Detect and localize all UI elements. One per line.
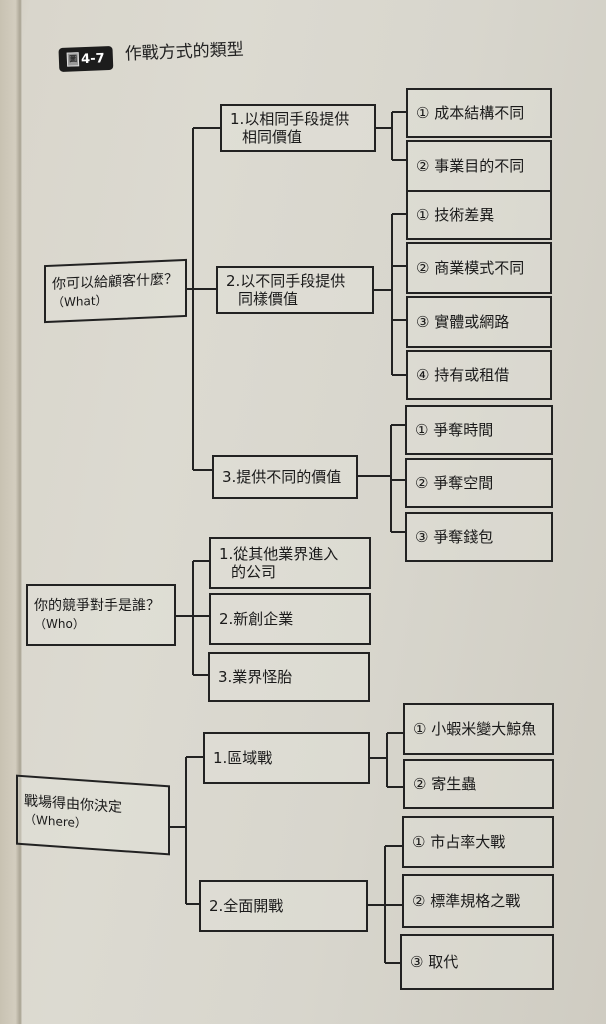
leaf-label: ① 爭奪時間 (415, 421, 494, 439)
where-branch-1-line1: 1.區域戰 (213, 749, 273, 767)
what-3-leaf-2: ② 爭奪空間 (405, 458, 553, 508)
where-branch-1: 1.區域戰 (203, 732, 370, 784)
what-branch-2-line1: 2.以不同手段提供 (226, 272, 346, 290)
who-branch-3-line1: 3.業界怪胎 (218, 668, 293, 686)
what-branch-2-line2: 同樣價值 (238, 290, 299, 308)
where-1-leaf-2: ② 寄生蟲 (403, 759, 554, 809)
what-2-leaf-2: ② 商業模式不同 (406, 242, 552, 294)
leaf-label: ① 成本結構不同 (416, 104, 525, 122)
who-branch-2: 2.新創企業 (209, 593, 371, 645)
what-branch-1: 1.以相同手段提供 相同價值 (220, 104, 376, 152)
what-1-leaf-2: ② 事業目的不同 (406, 140, 552, 192)
leaf-label: ① 小蝦米變大鯨魚 (413, 720, 537, 738)
what-1-leaf-1: ① 成本結構不同 (406, 88, 552, 138)
what-3-leaf-3: ③ 爭奪錢包 (405, 512, 553, 562)
where-1-leaf-1: ① 小蝦米變大鯨魚 (403, 703, 554, 755)
leaf-label: ② 爭奪空間 (415, 474, 494, 492)
what-branch-3-line1: 3.提供不同的價值 (222, 468, 342, 486)
book-gutter (0, 0, 22, 1024)
who-branch-1-line2: 的公司 (231, 563, 277, 581)
leaf-label: ② 事業目的不同 (416, 157, 525, 175)
what-2-leaf-1: ① 技術差異 (406, 190, 552, 240)
leaf-label: ② 標準規格之戰 (412, 892, 521, 910)
what-branch-3: 3.提供不同的價值 (212, 455, 358, 499)
what-3-leaf-1: ① 爭奪時間 (405, 405, 553, 455)
root-who-label: 你的競爭對手是誰？ (34, 598, 160, 614)
where-2-leaf-1: ① 市占率大戰 (402, 816, 554, 868)
who-branch-2-line1: 2.新創企業 (219, 610, 294, 628)
root-who: 你的競爭對手是誰？ （Who） (26, 584, 176, 646)
root-what: 你可以給顧客什麼？ （What） (44, 258, 187, 324)
leaf-label: ④ 持有或租借 (416, 366, 510, 384)
who-branch-1: 1.從其他業界進入 的公司 (209, 537, 371, 589)
what-branch-1-line1: 1.以相同手段提供 (230, 110, 350, 128)
where-branch-2-line1: 2.全面開戰 (209, 897, 284, 915)
leaf-label: ② 商業模式不同 (416, 259, 525, 277)
leaf-label: ③ 取代 (410, 953, 459, 971)
who-branch-1-line1: 1.從其他業界進入 (219, 545, 339, 563)
what-branch-1-line2: 相同價值 (242, 128, 303, 146)
leaf-label: ③ 實體或網路 (416, 313, 510, 331)
leaf-label: ② 寄生蟲 (413, 775, 477, 793)
what-branch-2: 2.以不同手段提供 同樣價值 (216, 266, 374, 314)
leaf-label: ① 市占率大戰 (412, 833, 506, 851)
where-2-leaf-2: ② 標準規格之戰 (402, 874, 554, 928)
leaf-label: ① 技術差異 (416, 206, 495, 224)
who-branch-3: 3.業界怪胎 (208, 652, 370, 702)
what-2-leaf-3: ③ 實體或網路 (406, 296, 552, 348)
root-where: 戰場得由你決定 （Where） (16, 774, 170, 856)
leaf-label: ③ 爭奪錢包 (415, 528, 494, 546)
where-2-leaf-3: ③ 取代 (400, 934, 554, 990)
what-2-leaf-4: ④ 持有或租借 (406, 350, 552, 400)
root-who-sub: （Who） (34, 617, 85, 631)
where-branch-2: 2.全面開戰 (199, 880, 368, 932)
